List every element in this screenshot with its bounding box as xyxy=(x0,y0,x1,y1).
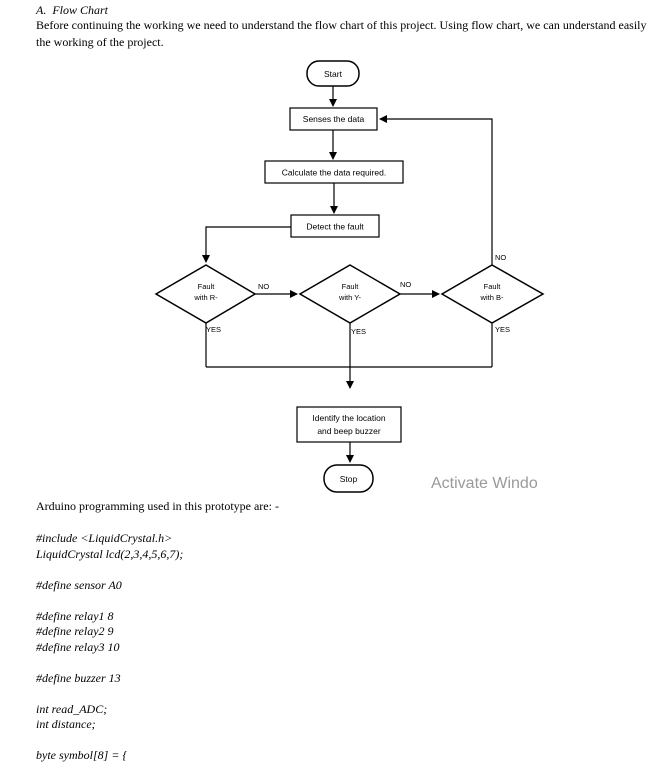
code-line: #define relay3 10 xyxy=(36,639,120,654)
code-blank-line xyxy=(36,593,183,609)
code-blank-line xyxy=(36,733,183,749)
code-line: #include <LiquidCrystal.h> xyxy=(36,531,173,545)
detect-box xyxy=(290,214,380,238)
flowchart: Start Senses the data Calculate the data… xyxy=(154,60,545,493)
fault-b-label-1: Fault xyxy=(484,282,502,291)
fault-y-label-1: Fault xyxy=(342,282,360,291)
connector-detect-faultr xyxy=(202,226,291,263)
fault-y-label-2: with Y- xyxy=(338,293,362,302)
intro-paragraph: Before continuing the working we need to… xyxy=(36,18,647,49)
yes-label-r: YES xyxy=(206,325,221,334)
no-label-y: NO xyxy=(400,280,411,289)
code-line: int distance; xyxy=(36,717,96,731)
senses-label: Senses the data xyxy=(303,114,365,124)
fault-r-label-1: Fault xyxy=(198,282,216,291)
detect-label: Detect the fault xyxy=(306,222,364,232)
identify-label-1: Identify the location xyxy=(312,413,386,423)
section-number: A. xyxy=(36,3,47,17)
code-blank-line xyxy=(36,686,183,702)
section-title: Flow Chart xyxy=(52,3,109,17)
identify-box xyxy=(296,406,402,443)
yes-label-y: YES xyxy=(351,327,366,336)
identify-label-2: and beep buzzer xyxy=(317,426,380,436)
yes-label-b: YES xyxy=(495,325,510,334)
code-line: #define relay1 8 xyxy=(36,608,114,623)
start-label: Start xyxy=(324,69,343,79)
stop-label: Stop xyxy=(340,474,358,484)
code-blank-line xyxy=(36,655,183,671)
stop-terminal xyxy=(323,464,374,493)
code-line: byte symbol[8] = { xyxy=(36,748,128,762)
fault-b-label-2: with B- xyxy=(480,293,504,302)
code-block: #include <LiquidCrystal.h>LiquidCrystal … xyxy=(36,531,183,764)
no-label-b: NO xyxy=(495,253,506,262)
no-label-r: NO xyxy=(258,282,269,291)
activate-windows-watermark: Activate Windo xyxy=(431,475,538,492)
fault-r-label-2: with R- xyxy=(193,293,218,302)
calculate-label: Calculate the data required. xyxy=(282,168,386,178)
code-line: int read_ADC; xyxy=(36,701,108,716)
code-line: #define buzzer 13 xyxy=(36,670,121,685)
code-blank-line xyxy=(36,562,183,578)
connector-b-loop-back xyxy=(379,115,493,265)
section-heading: A. Flow Chart xyxy=(36,3,108,18)
code-line: LiquidCrystal lcd(2,3,4,5,6,7); xyxy=(36,546,184,561)
code-line: #define relay2 9 xyxy=(36,624,114,638)
code-line: #define sensor A0 xyxy=(36,577,122,592)
arduino-intro: Arduino programming used in this prototy… xyxy=(36,499,279,513)
